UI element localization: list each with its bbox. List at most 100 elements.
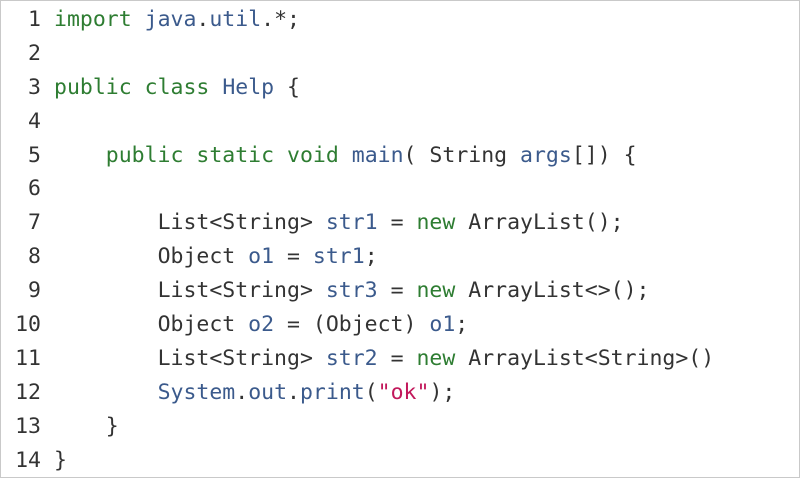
line-indent [54, 346, 158, 371]
code-token-plain: = [377, 210, 417, 236]
line-indent [54, 414, 106, 439]
line-number: 6 [28, 176, 41, 202]
code-token-plain: ; [455, 312, 469, 338]
line-source: Object o1 = str1; [41, 240, 378, 274]
code-token-identifier: util [209, 7, 262, 32]
code-token-plain: ); [429, 379, 456, 405]
line-indent [54, 143, 106, 168]
code-line[interactable]: 8 Object o1 = str1; [1, 240, 714, 274]
code-token-keyword: import [54, 7, 132, 32]
line-indent [54, 244, 158, 269]
code-token-plain: } [105, 413, 119, 439]
code-token-plain: List<String> [157, 278, 326, 304]
line-source: public class Help { [41, 71, 300, 105]
code-line[interactable]: 12 System.out.print("ok"); [1, 376, 714, 410]
code-token-plain: } [54, 447, 67, 473]
line-number: 11 [15, 345, 41, 371]
code-token-plain: ArrayList<>(); [455, 278, 650, 304]
line-source: List<String> str2 = new ArrayList<String… [41, 342, 715, 376]
code-line[interactable]: 7 List<String> str1 = new ArrayList(); [1, 206, 714, 240]
code-token-plain: = [274, 244, 313, 270]
code-line[interactable]: 9 List<String> str3 = new ArrayList<>(); [1, 274, 714, 308]
code-token-identifier: print [299, 379, 365, 405]
code-token-identifier: o1 [429, 312, 456, 338]
code-token-identifier: str3 [325, 278, 378, 304]
code-token-plain: = (Object) [274, 312, 430, 338]
line-source: public static void main( String args[]) … [41, 139, 637, 173]
code-token-keyword: static [196, 142, 275, 168]
code-token-identifier: str2 [325, 345, 378, 371]
code-line[interactable]: 14} [1, 444, 714, 478]
code-token-plain [274, 143, 287, 168]
code-token-keyword: class [144, 74, 210, 100]
code-token-plain: Object [157, 244, 249, 270]
code-token-keyword: new [416, 345, 456, 371]
line-number: 1 [28, 7, 41, 32]
line-source: List<String> str3 = new ArrayList<>(); [41, 274, 650, 308]
code-token-plain [339, 143, 352, 168]
code-token-plain: []) { [571, 142, 637, 168]
code-token-identifier: args [520, 142, 572, 168]
code-token-plain [209, 75, 222, 100]
code-line[interactable]: 11 List<String> str2 = new ArrayList<Str… [1, 342, 714, 376]
line-indent [54, 312, 158, 337]
code-token-identifier: str1 [312, 244, 365, 270]
code-token-plain: Object [157, 312, 249, 338]
code-token-identifier: System [157, 379, 236, 405]
line-number: 10 [15, 312, 41, 338]
code-token-identifier: java [144, 7, 197, 32]
code-token-plain: = [377, 345, 417, 371]
line-indent [54, 210, 158, 235]
code-token-identifier: main [351, 142, 404, 168]
code-token-keyword: new [416, 278, 456, 304]
code-token-plain: . [196, 7, 210, 32]
code-token-plain: ( String [403, 142, 521, 168]
code-token-string: "ok" [377, 379, 430, 405]
code-token-identifier: o2 [248, 312, 275, 338]
line-number: 3 [28, 74, 41, 100]
code-token-plain: . [235, 379, 249, 405]
line-number: 4 [28, 108, 41, 134]
code-token-keyword: public [105, 142, 184, 168]
code-token-keyword: public [54, 74, 132, 100]
line-number: 13 [15, 413, 41, 439]
line-number: 7 [28, 210, 41, 236]
line-source: } [41, 444, 67, 478]
code-token-plain: ArrayList(); [455, 210, 624, 236]
code-token-plain: ( [364, 379, 378, 405]
code-token-plain [183, 143, 196, 168]
code-token-identifier: o1 [248, 244, 275, 270]
code-token-identifier: Help [222, 74, 275, 100]
code-token-plain [132, 75, 145, 100]
code-token-plain: List<String> [157, 210, 326, 236]
code-line[interactable]: 2 [1, 37, 714, 71]
line-source: List<String> str1 = new ArrayList(); [41, 206, 624, 240]
line-source: import java.util.*; [41, 3, 300, 37]
code-line[interactable]: 4 [1, 105, 714, 139]
line-indent [54, 380, 158, 405]
code-line[interactable]: 10 Object o2 = (Object) o1; [1, 308, 714, 342]
code-token-plain: List<String> [157, 345, 326, 371]
line-source: System.out.print("ok"); [41, 376, 456, 410]
line-indent [54, 278, 158, 303]
code-token-identifier: str1 [325, 210, 378, 236]
line-source: } [41, 410, 119, 444]
code-token-plain: ; [364, 244, 378, 270]
code-line[interactable]: 13 } [1, 410, 714, 444]
code-token-plain: .*; [261, 7, 300, 32]
code-line[interactable]: 6 [1, 172, 714, 206]
line-number: 5 [28, 142, 41, 168]
line-number: 8 [28, 244, 41, 270]
line-number: 2 [28, 40, 41, 66]
code-token-plain: . [287, 379, 300, 405]
code-token-keyword: void [287, 142, 339, 168]
code-line[interactable]: 5 public static void main( String args[]… [1, 139, 714, 173]
line-number: 12 [15, 379, 41, 405]
line-source: Object o2 = (Object) o1; [41, 308, 469, 342]
code-token-plain [132, 7, 145, 32]
code-token-plain: = [377, 278, 417, 304]
